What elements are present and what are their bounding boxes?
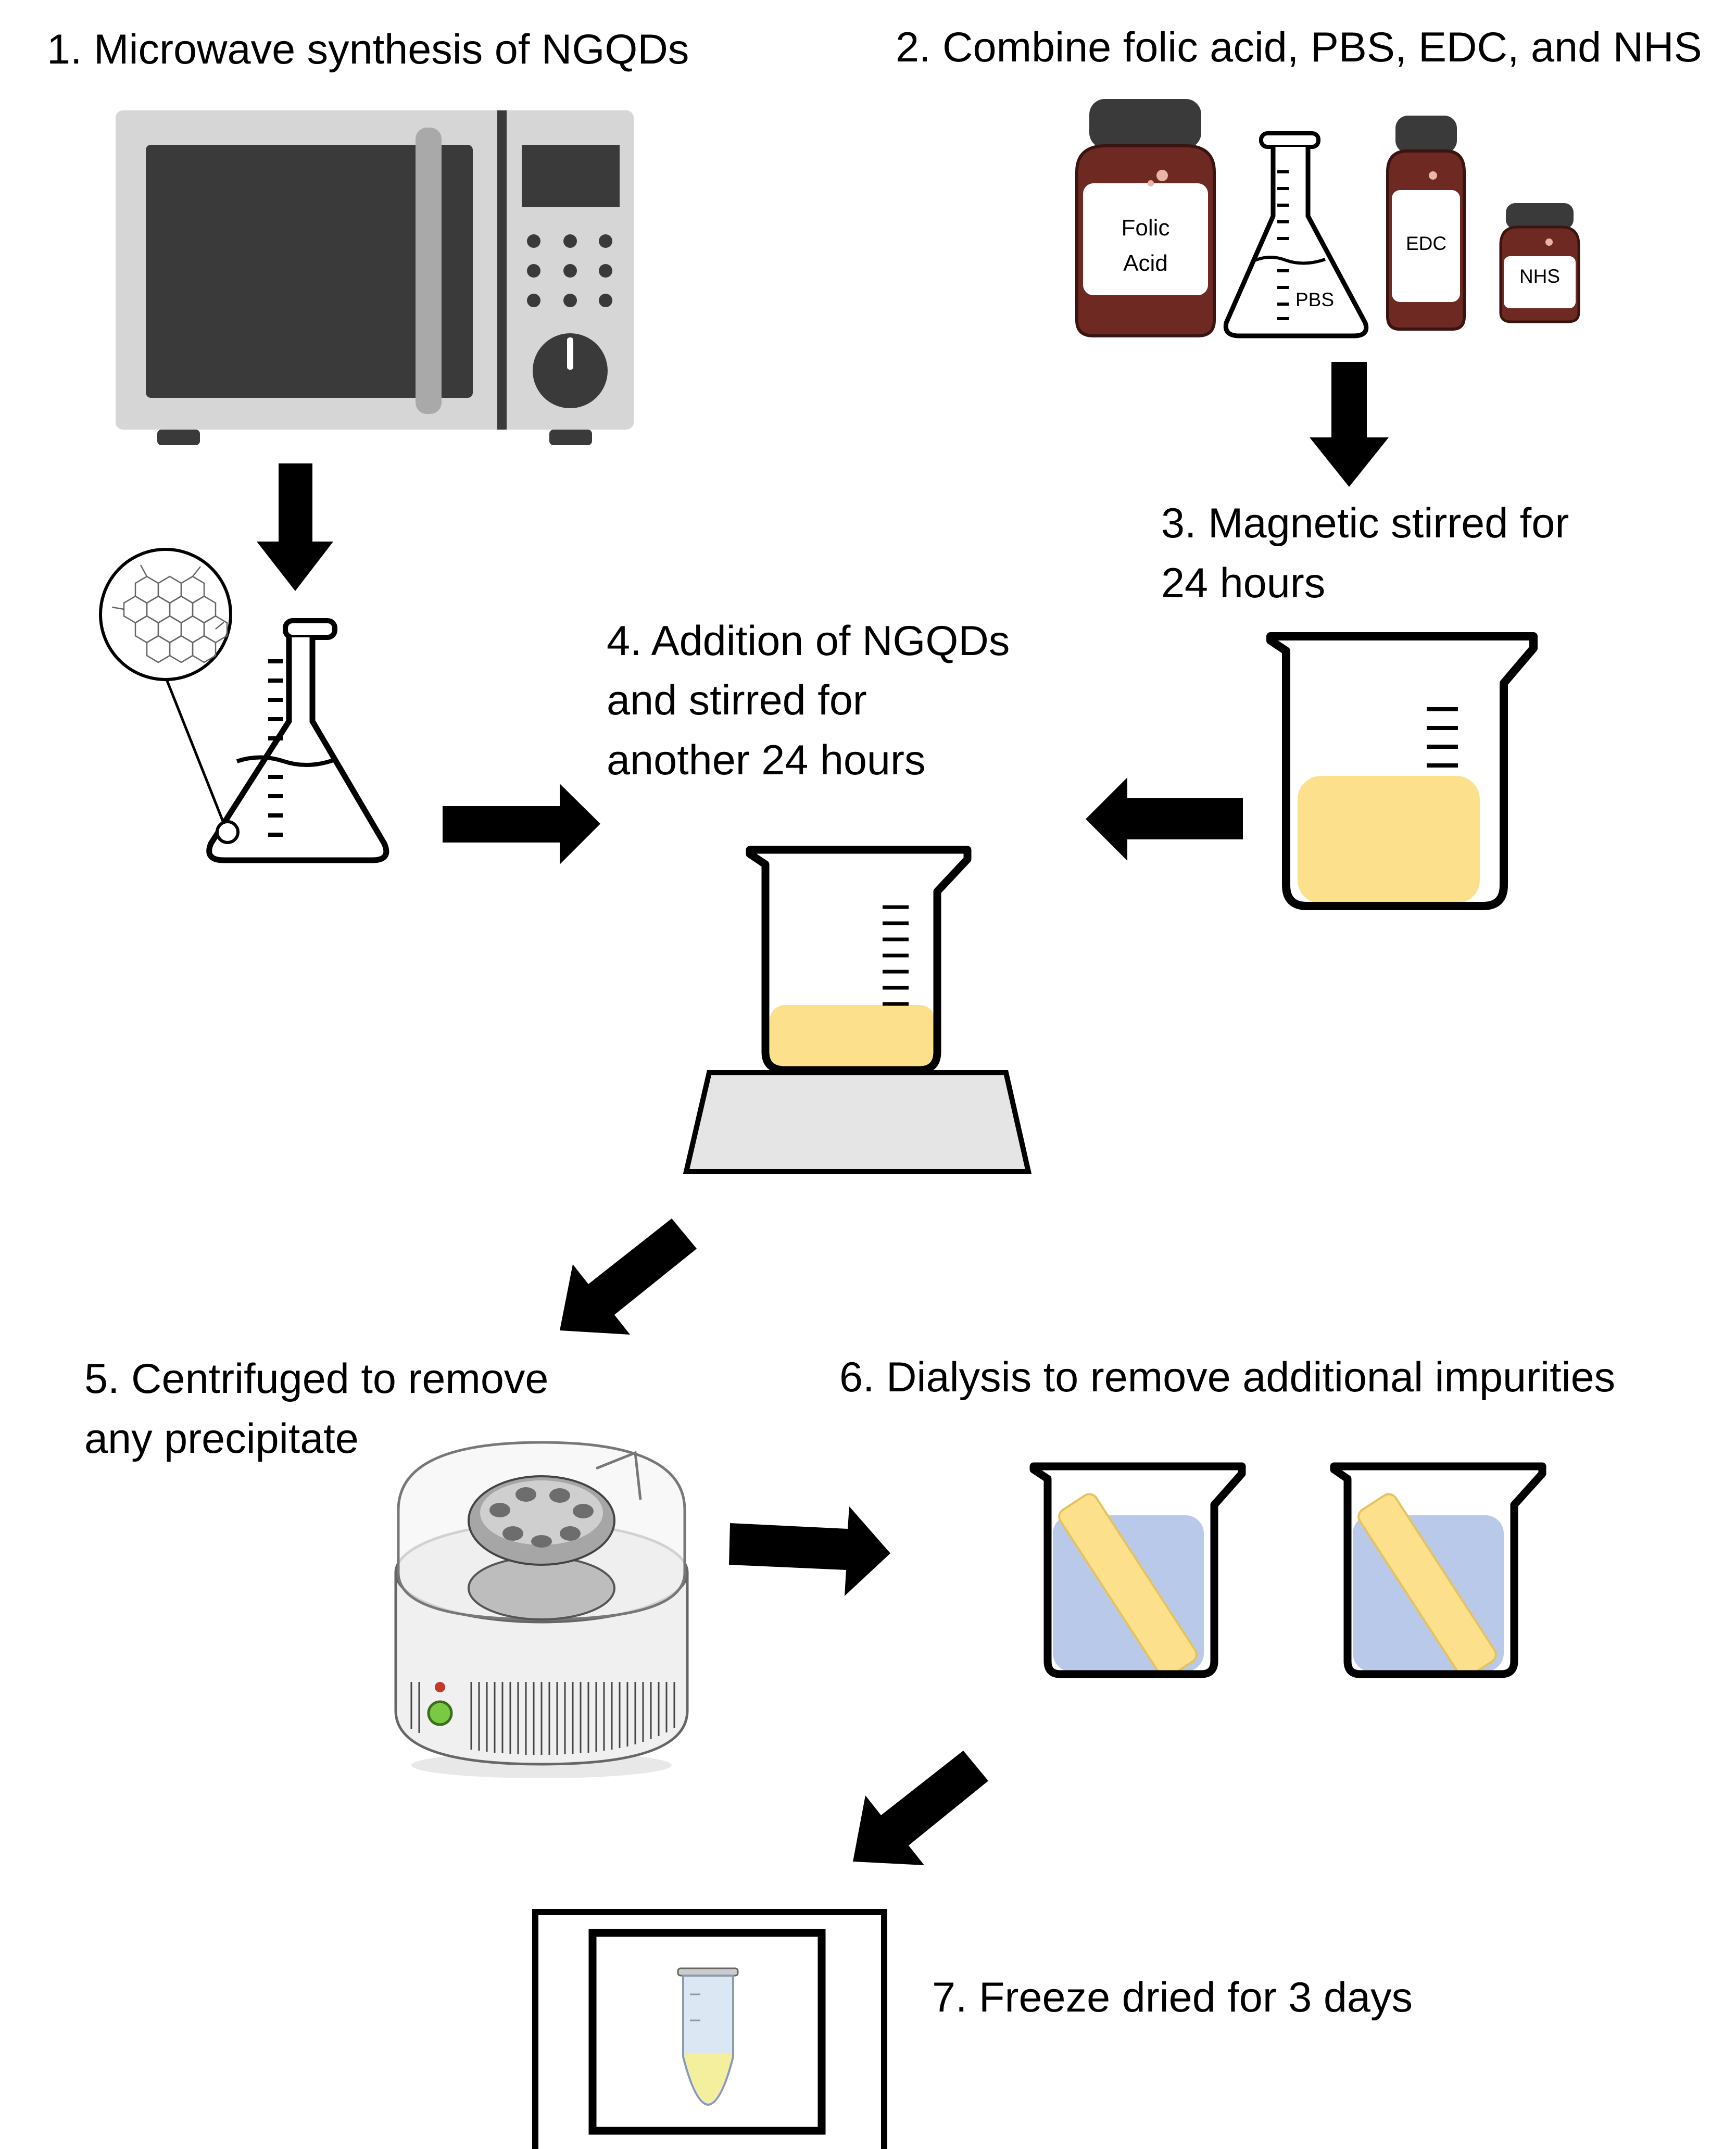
arrow-down-2	[1310, 362, 1389, 487]
dialysis-beaker-1-icon	[1029, 1462, 1246, 1678]
arrow-diagonal-1	[560, 1218, 697, 1335]
folic-acid-bottle-icon: Folic Acid	[1075, 99, 1216, 337]
ngqd-flask-icon	[165, 618, 389, 863]
arrow-down-1	[257, 463, 333, 591]
pbs-flask-icon: PBS	[1223, 131, 1369, 338]
centrifuge-icon	[394, 1441, 689, 1778]
arrow-left-1	[1086, 777, 1243, 861]
step-3-label-line1: 3. Magnetic stirred for	[1161, 500, 1569, 547]
pbs-label: PBS	[1295, 289, 1334, 310]
step-1-label: 1. Microwave synthesis of NGQDs	[47, 26, 689, 73]
edc-bottle-icon: EDC	[1386, 116, 1466, 331]
step-4-label-line3: another 24 hours	[607, 737, 925, 784]
folic-acid-label-line2: Acid	[1123, 250, 1168, 276]
stir-plate-beaker-icon	[683, 846, 1032, 1174]
arrow-right-2	[729, 1506, 890, 1596]
step-4-label-line2: and stirred for	[607, 677, 867, 724]
step-3-label-line2: 24 hours	[1161, 560, 1325, 607]
step-6-label: 6. Dialysis to remove additional impurit…	[839, 1354, 1615, 1401]
microwave-icon	[116, 110, 634, 445]
ngqd-magnifier-icon	[99, 548, 232, 681]
step-5-label-line1: 5. Centrifuged to remove	[84, 1355, 548, 1402]
step-4-label-line1: 4. Addition of NGQDs	[607, 618, 1010, 664]
arrow-diagonal-2	[853, 1751, 988, 1865]
step-5-label-line2: any precipitate	[84, 1415, 359, 1462]
stirred-beaker-icon	[1266, 632, 1538, 910]
step-2-label: 2. Combine folic acid, PBS, EDC, and NHS	[896, 24, 1702, 71]
nhs-bottle-icon: NHS	[1499, 203, 1580, 323]
eppendorf-tube-icon	[677, 1967, 739, 2106]
step-7-label: 7. Freeze dried for 3 days	[932, 1974, 1413, 2021]
arrow-right-1	[443, 784, 600, 864]
edc-label: EDC	[1406, 233, 1446, 254]
dialysis-beaker-2-icon	[1330, 1462, 1546, 1678]
freeze-dryer-icon	[532, 1909, 887, 2149]
nhs-label: NHS	[1519, 266, 1560, 287]
folic-acid-label-line1: Folic	[1122, 215, 1170, 241]
